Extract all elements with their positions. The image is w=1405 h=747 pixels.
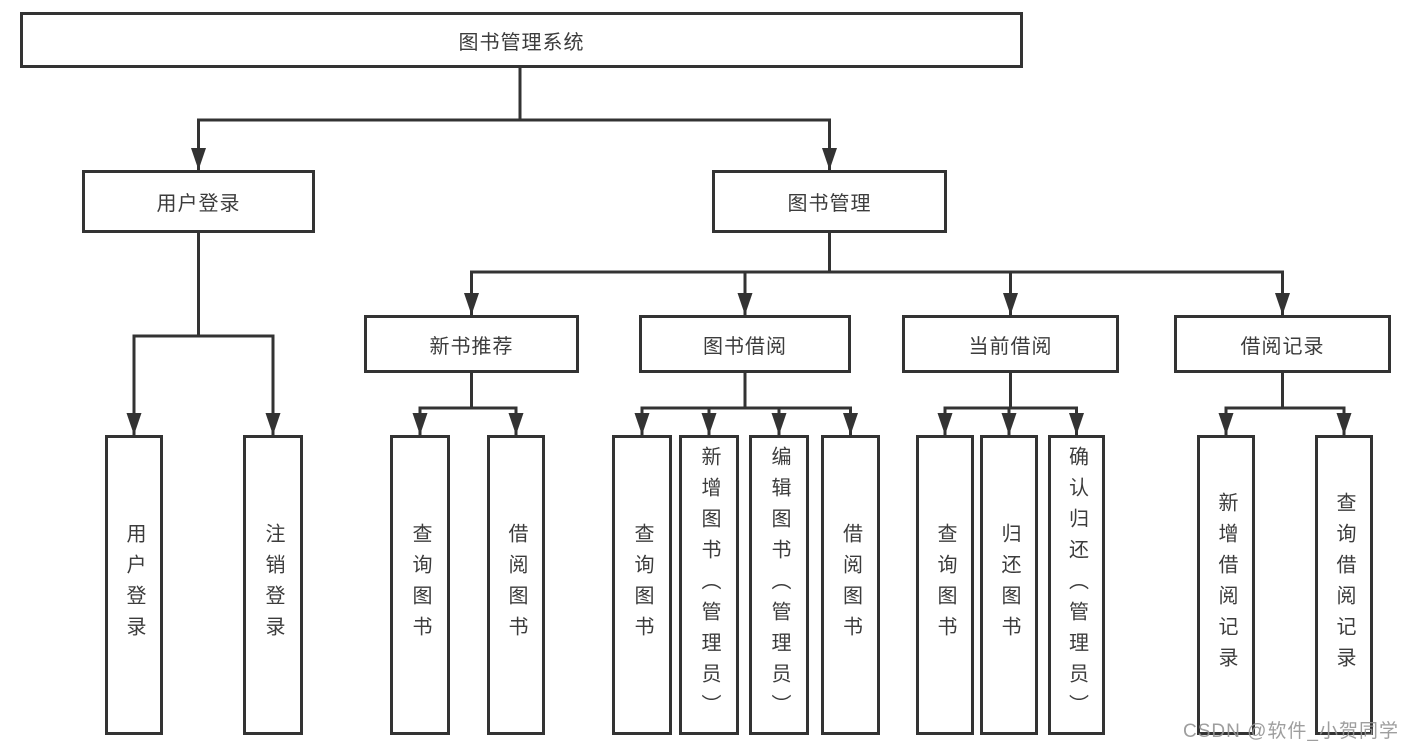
node-borrow-books-recommend: 借阅图书 <box>487 435 545 735</box>
node-add-borrow-record: 新增借阅记录 <box>1197 435 1255 735</box>
node-user-login: 用户登录 <box>105 435 163 735</box>
node-label: 查询图书 <box>934 523 956 647</box>
node-query-books-recommend: 查询图书 <box>390 435 450 735</box>
node-label: 新增借阅记录 <box>1215 492 1237 678</box>
node-library-management-system: 图书管理系统 <box>20 12 1023 68</box>
node-query-books-borrowing: 查询图书 <box>612 435 672 735</box>
node-label: 图书借阅 <box>703 335 787 358</box>
node-label: 借阅图书 <box>839 523 862 647</box>
node-label: 新书推荐 <box>429 335 514 358</box>
watermark: CSDN @软件_小贺同学 <box>1183 721 1399 742</box>
node-book-management: 图书管理 <box>712 170 947 233</box>
node-logout: 注销登录 <box>243 435 303 735</box>
node-label: 注销登录 <box>262 523 284 647</box>
node-label: 查询图书 <box>631 523 653 647</box>
node-new-book-recommend: 新书推荐 <box>364 315 579 373</box>
node-query-borrow-record: 查询借阅记录 <box>1315 435 1373 735</box>
node-label: 查询借阅记录 <box>1333 492 1355 678</box>
node-label: 确认归还（管理员） <box>1065 445 1088 725</box>
node-label: 当前借阅 <box>968 335 1053 358</box>
node-label: 用户登录 <box>123 523 145 647</box>
node-label: 归还图书 <box>998 523 1020 647</box>
node-label: 查询图书 <box>409 523 431 647</box>
node-label: 用户登录 <box>156 193 241 215</box>
node-label: 新增图书（管理员） <box>698 445 720 725</box>
node-return-books: 归还图书 <box>980 435 1038 735</box>
node-confirm-return-admin: 确认归还（管理员） <box>1048 435 1105 735</box>
node-label: 图书管理 <box>787 193 872 215</box>
node-book-borrowing: 图书借阅 <box>639 315 851 373</box>
node-label: 编辑图书（管理员） <box>768 445 790 725</box>
node-label: 图书管理系统 <box>458 31 585 54</box>
node-label: 借阅图书 <box>505 523 527 647</box>
node-label: 借阅记录 <box>1240 335 1325 358</box>
node-user-login-group: 用户登录 <box>82 170 315 233</box>
node-edit-books-admin: 编辑图书（管理员） <box>749 435 809 735</box>
node-borrowing-records: 借阅记录 <box>1174 315 1391 373</box>
node-query-books-current: 查询图书 <box>916 435 974 735</box>
node-current-borrowing: 当前借阅 <box>902 315 1119 373</box>
node-add-books-admin: 新增图书（管理员） <box>679 435 739 735</box>
node-borrow-books: 借阅图书 <box>821 435 880 735</box>
